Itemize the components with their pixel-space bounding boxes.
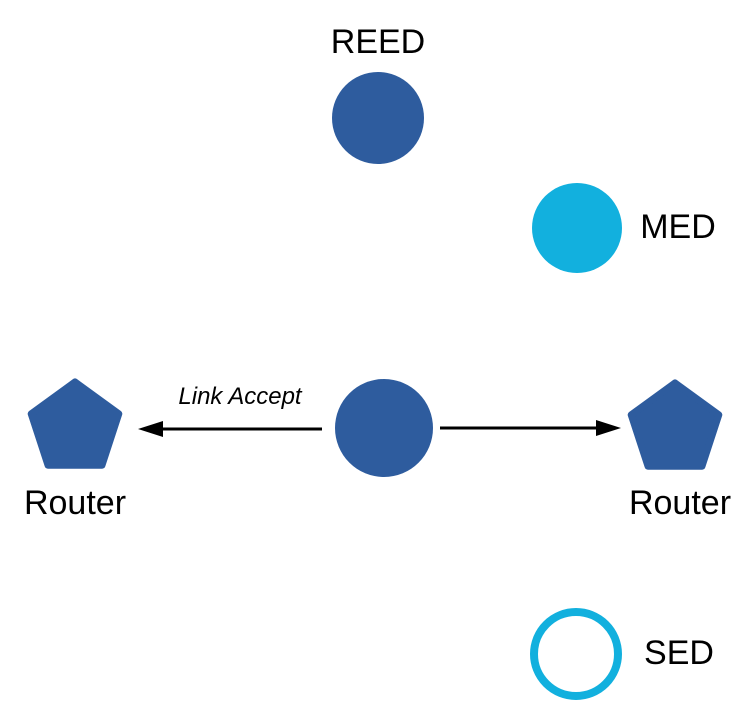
router-left-pentagon-icon: [27, 378, 123, 469]
center-node-icon: [335, 379, 433, 477]
med-node-icon: [532, 183, 622, 273]
link-accept-edge-label: Link Accept: [178, 383, 302, 410]
med-node-label: MED: [640, 208, 716, 246]
sed-node-icon: [530, 608, 622, 700]
reed-node-icon: [332, 72, 424, 164]
router-right-pentagon-icon: [627, 379, 723, 470]
router-right-node-label: Router: [628, 484, 732, 522]
arrow-right-head-icon: [596, 420, 621, 436]
arrow-left-head-icon: [138, 421, 163, 437]
sed-node-label: SED: [644, 634, 714, 672]
router-left-node-label: Router: [23, 484, 127, 522]
reed-node-label: REED: [330, 23, 426, 61]
